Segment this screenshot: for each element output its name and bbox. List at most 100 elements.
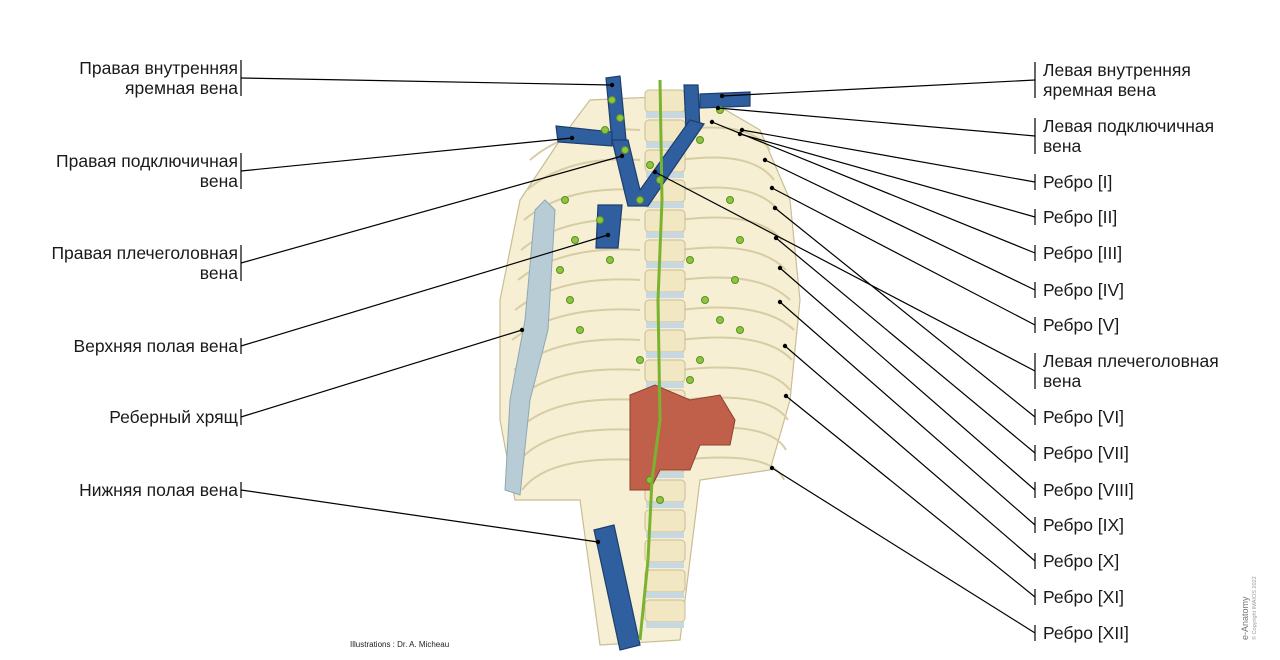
lymph-node (696, 136, 704, 144)
vertebra (644, 239, 686, 263)
lymph-node (686, 376, 694, 384)
intervertebral-disc (646, 142, 684, 148)
intervertebral-disc (646, 112, 684, 118)
lymph-node (646, 161, 654, 169)
leader-dot (773, 235, 779, 241)
lymph-node (556, 266, 564, 274)
label-l5: Реберный хрящ (109, 407, 238, 427)
leader-line (654, 171, 1036, 372)
lymph-node (736, 236, 744, 244)
leader-line (774, 207, 1036, 418)
veins (555, 75, 751, 651)
left-subclavian-vein (699, 91, 751, 109)
brand-copyright: © Copyright IMAIOS 2022 (1252, 576, 1258, 640)
leader-dot (777, 265, 783, 271)
label-line: Правая внутренняя (79, 58, 238, 78)
leader-dot (569, 135, 575, 141)
lymph-node (731, 276, 739, 284)
label-line: Левая плечеголовная (1043, 351, 1219, 371)
rib (679, 336, 793, 361)
brachiocephalic-veins (611, 119, 705, 207)
label-line: вена (1043, 136, 1082, 156)
leader-dot (772, 205, 778, 211)
label-line: Правая подключичная (56, 151, 238, 171)
rib (679, 456, 785, 481)
label-r13: Ребро [X] (1043, 551, 1119, 571)
leader-line (240, 329, 523, 418)
label-line: Нижняя полая вена (79, 480, 238, 500)
brand-watermark: e-Anatomy © Copyright IMAIOS 2022 (1240, 576, 1260, 640)
label-r4: Ребро [II] (1043, 207, 1117, 227)
label-line: Ребро [XII] (1043, 623, 1129, 643)
vertebra (644, 539, 686, 563)
label-r7: Ребро [V] (1043, 315, 1119, 335)
leader-dot (769, 185, 775, 191)
lymph-node (736, 326, 744, 334)
lymph-node (686, 256, 694, 264)
leader-line (785, 395, 1036, 598)
lymph-node (656, 496, 664, 504)
leader-dot (769, 465, 775, 471)
intervertebral-disc (646, 502, 684, 508)
leader-line (771, 467, 1036, 634)
lymph-node (606, 256, 614, 264)
label-line: яремная вена (1043, 80, 1156, 100)
vertebra (644, 359, 686, 383)
leader-dot (619, 153, 625, 159)
label-line: вена (199, 171, 238, 191)
intervertebral-disc (646, 232, 684, 238)
vertebra (644, 89, 686, 113)
lymph-node (696, 356, 704, 364)
intervertebral-disc (646, 292, 684, 298)
vertebra (644, 269, 686, 293)
lymph-node (561, 196, 569, 204)
label-r9: Ребро [VI] (1043, 407, 1124, 427)
label-l6: Нижняя полая вена (79, 480, 238, 500)
leader-line (764, 159, 1036, 291)
label-line: Ребро [V] (1043, 315, 1120, 335)
leader-dot (595, 539, 601, 545)
superior-vena-cava (595, 204, 623, 249)
label-r12: Ребро [IX] (1043, 515, 1124, 535)
leader-line (771, 187, 1036, 326)
leader-lines (240, 60, 1036, 641)
lymph-node (616, 114, 624, 122)
rib (517, 248, 641, 281)
label-line: Левая подключичная (1043, 116, 1215, 136)
leader-line (775, 237, 1036, 454)
intervertebral-disc (646, 592, 684, 598)
rib (679, 246, 787, 271)
vertebra (644, 329, 686, 353)
intervertebral-disc (646, 352, 684, 358)
leader-dot (719, 93, 725, 99)
leader-line (711, 121, 1036, 254)
label-line: Ребро [VIII] (1043, 480, 1134, 500)
costal-cartilage (504, 199, 556, 496)
rib (679, 156, 775, 181)
leader-dot (709, 119, 715, 125)
lymph-node (621, 146, 629, 154)
lymph-node (716, 316, 724, 324)
label-line: вена (199, 263, 238, 283)
label-r6: Ребро [IV] (1043, 280, 1124, 300)
leader-dot (783, 393, 789, 399)
diaphragm (629, 384, 736, 491)
intervertebral-disc (646, 532, 684, 538)
rib (519, 428, 641, 461)
leader-dot (609, 82, 615, 88)
illustration-credit: Illustrations : Dr. A. Micheau (350, 640, 450, 649)
intervertebral-disc (646, 562, 684, 568)
leader-line (240, 155, 623, 264)
brand-name: e-Anatomy (1240, 596, 1250, 640)
leader-line (784, 345, 1036, 562)
right-subclavian-vein (555, 125, 613, 147)
leader-line (779, 301, 1036, 526)
rib (679, 306, 795, 331)
label-line: Ребро [VII] (1043, 443, 1129, 463)
